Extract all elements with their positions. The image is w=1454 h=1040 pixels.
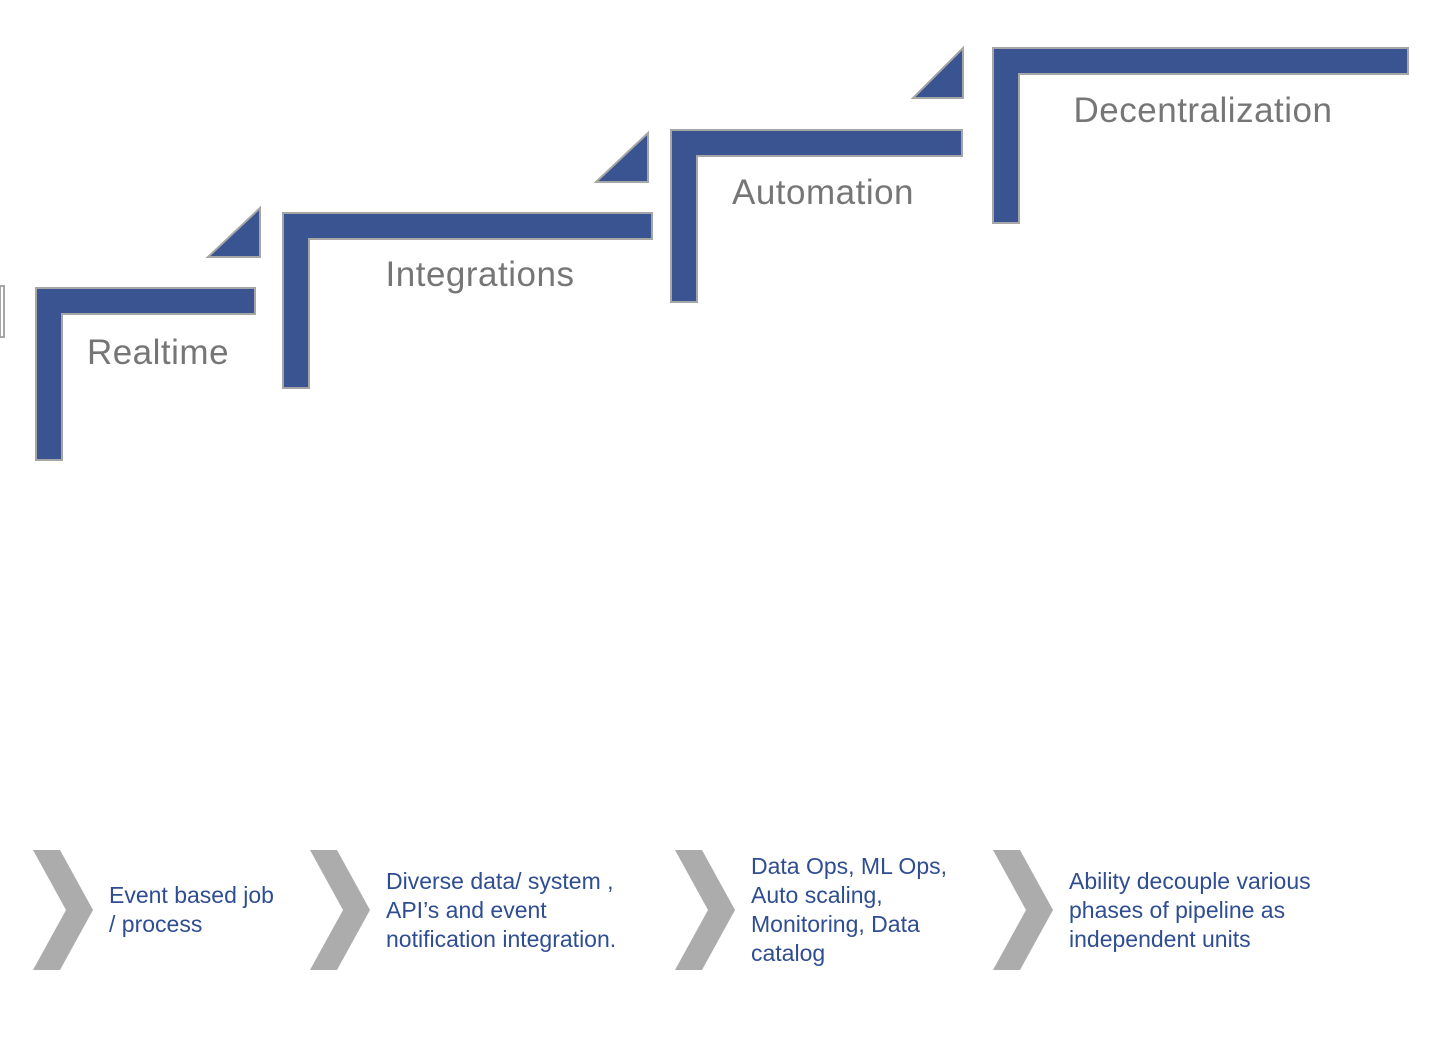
chevron-right-icon bbox=[33, 850, 93, 970]
step-shape-realtime bbox=[35, 287, 256, 461]
step-label-integrations: Integrations bbox=[385, 255, 575, 294]
step-description-decentralization: Ability decouple various phases of pipel… bbox=[1069, 867, 1311, 952]
step-label-automation: Automation bbox=[731, 173, 915, 212]
step-description-realtime: Event based job / process bbox=[109, 882, 274, 937]
step-triangle-automation bbox=[593, 130, 649, 183]
step-description-integrations: Diverse data/ system , API’s and event n… bbox=[386, 867, 617, 952]
step-shape-automation bbox=[670, 129, 963, 303]
timeline-item-realtime: Event based job / process bbox=[33, 845, 305, 975]
step-description-automation: Data Ops, ML Ops, Auto scaling, Monitori… bbox=[751, 853, 947, 966]
step-label-realtime: Realtime bbox=[86, 333, 230, 372]
chevron-right-icon bbox=[310, 850, 370, 970]
step-triangle-decentralization bbox=[910, 45, 964, 99]
timeline-item-automation: Data Ops, ML Ops, Auto scaling, Monitori… bbox=[675, 845, 987, 975]
chevron-right-icon bbox=[993, 850, 1053, 970]
step-triangle-integrations bbox=[205, 205, 261, 258]
timeline-item-integrations: Diverse data/ system , API’s and event n… bbox=[310, 845, 670, 975]
previous-step-fragment bbox=[0, 285, 5, 338]
timeline-item-decentralization: Ability decouple various phases of pipel… bbox=[993, 845, 1373, 975]
chevron-right-icon bbox=[675, 850, 735, 970]
step-shape-integrations bbox=[282, 212, 653, 389]
step-shape-decentralization bbox=[992, 47, 1409, 224]
step-label-decentralization: Decentralization bbox=[1073, 91, 1333, 130]
